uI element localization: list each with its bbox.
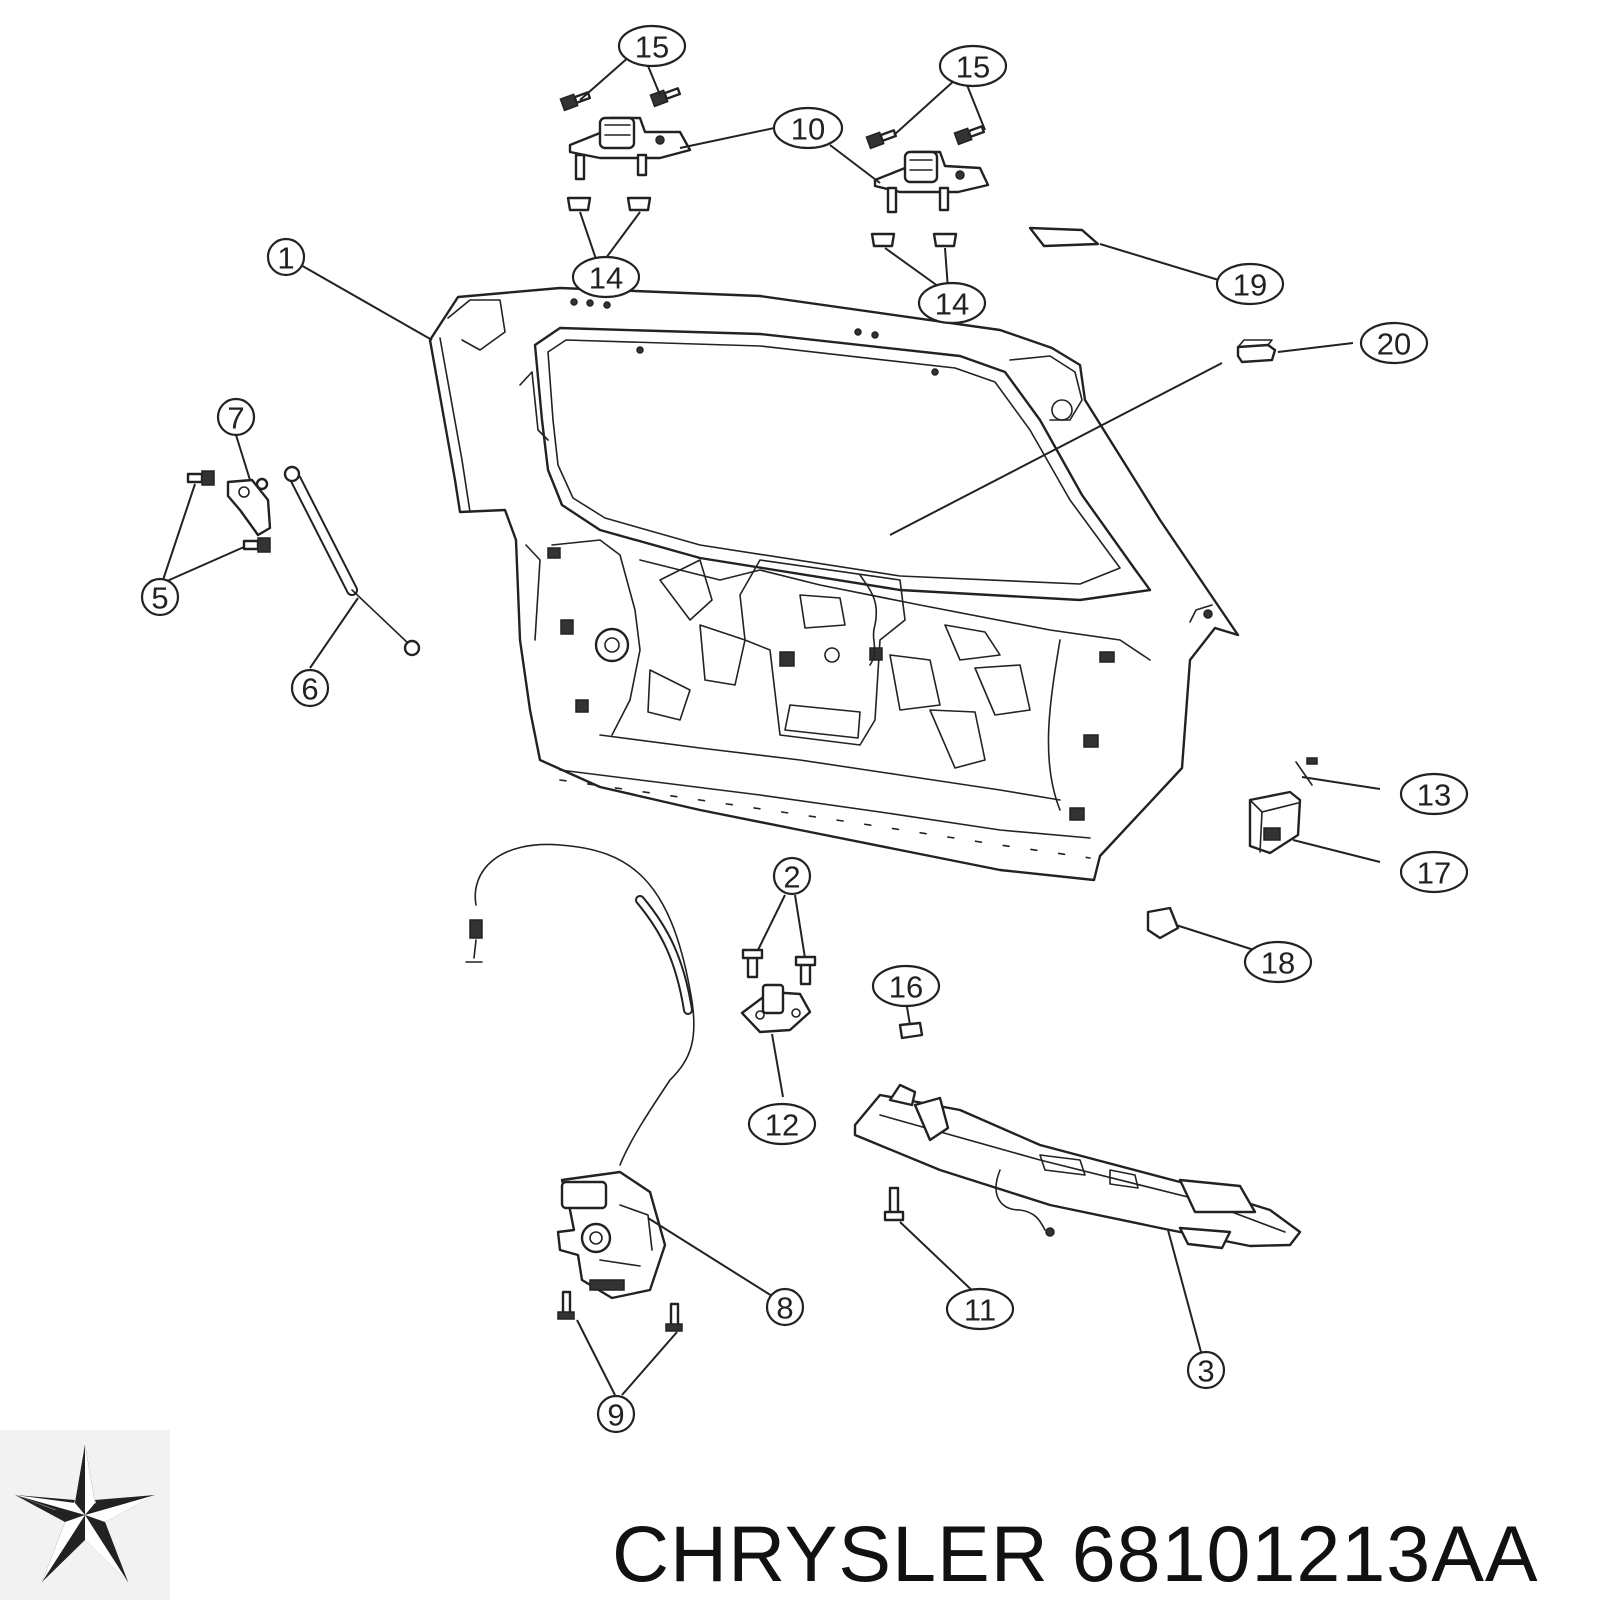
hinge-left — [568, 116, 692, 181]
striker-12 — [740, 983, 812, 1034]
svg-text:7: 7 — [227, 401, 244, 436]
svg-text:8: 8 — [776, 1291, 793, 1326]
svg-text:17: 17 — [1417, 856, 1451, 891]
svg-text:20: 20 — [1377, 327, 1411, 362]
callout-1: 1 — [266, 237, 306, 277]
screws-9 — [557, 1290, 683, 1332]
latch-8 — [556, 1170, 667, 1300]
callout-3: 3 — [1186, 1350, 1226, 1390]
svg-text:9: 9 — [607, 1398, 624, 1433]
callout-8: 8 — [765, 1287, 805, 1327]
svg-text:5: 5 — [151, 581, 168, 616]
strut-bracket-7 — [226, 477, 272, 537]
svg-text:19: 19 — [1233, 268, 1267, 303]
callout-15-right: 15 — [938, 44, 1008, 88]
callout-14-left: 14 — [571, 255, 641, 299]
callout-11: 11 — [945, 1287, 1015, 1331]
bumper-18 — [1146, 906, 1180, 940]
switch-17 — [1248, 790, 1302, 855]
svg-text:11: 11 — [964, 1293, 996, 1328]
svg-text:13: 13 — [1417, 778, 1451, 813]
hinge-right — [873, 150, 990, 214]
pad-19 — [1028, 226, 1100, 248]
gas-strut-6 — [283, 465, 421, 657]
svg-text:15: 15 — [635, 30, 669, 65]
callout-10: 10 — [772, 106, 844, 150]
callout-14-right: 14 — [917, 281, 987, 325]
callout-9: 9 — [596, 1394, 636, 1434]
handle-assembly-3 — [853, 1083, 1302, 1250]
svg-text:12: 12 — [765, 1108, 799, 1143]
callout-16: 16 — [871, 964, 941, 1008]
brand-part-number: 68101213AA — [1071, 1509, 1539, 1598]
bumper-block-20 — [1236, 339, 1277, 364]
callout-13: 13 — [1399, 772, 1469, 816]
brand-label: CHRYSLER 68101213AA — [612, 1508, 1539, 1600]
svg-text:2: 2 — [783, 860, 800, 895]
svg-text:10: 10 — [791, 112, 825, 147]
screw-13 — [1295, 757, 1318, 786]
callout-19: 19 — [1215, 262, 1285, 306]
svg-text:16: 16 — [889, 970, 923, 1005]
callout-7: 7 — [216, 397, 256, 437]
callout-5: 5 — [140, 577, 180, 617]
nuts-14 — [566, 196, 958, 248]
svg-text:1: 1 — [277, 241, 294, 276]
bolts-15 — [559, 87, 986, 150]
svg-text:14: 14 — [935, 287, 969, 322]
callout-18: 18 — [1243, 940, 1313, 984]
svg-text:18: 18 — [1261, 946, 1295, 981]
svg-text:14: 14 — [589, 261, 623, 296]
brand-make: CHRYSLER — [612, 1509, 1049, 1598]
callout-15-left: 15 — [617, 24, 687, 68]
screws-2 — [741, 948, 817, 986]
callout-20: 20 — [1359, 321, 1429, 365]
callout-6: 6 — [290, 668, 330, 708]
leader-lines — [162, 55, 1381, 1396]
nut-16 — [898, 1021, 924, 1040]
callout-2: 2 — [772, 856, 812, 896]
liftgate-panel — [428, 286, 1240, 882]
screw-11 — [883, 1186, 905, 1222]
svg-text:6: 6 — [301, 672, 318, 707]
callout-12: 12 — [747, 1102, 817, 1146]
svg-text:15: 15 — [956, 50, 990, 85]
svg-text:3: 3 — [1197, 1354, 1214, 1389]
release-cable — [465, 843, 695, 1166]
chrysler-pentastar-icon — [0, 1430, 170, 1600]
callout-17: 17 — [1399, 850, 1469, 894]
bolts-5 — [186, 470, 271, 553]
